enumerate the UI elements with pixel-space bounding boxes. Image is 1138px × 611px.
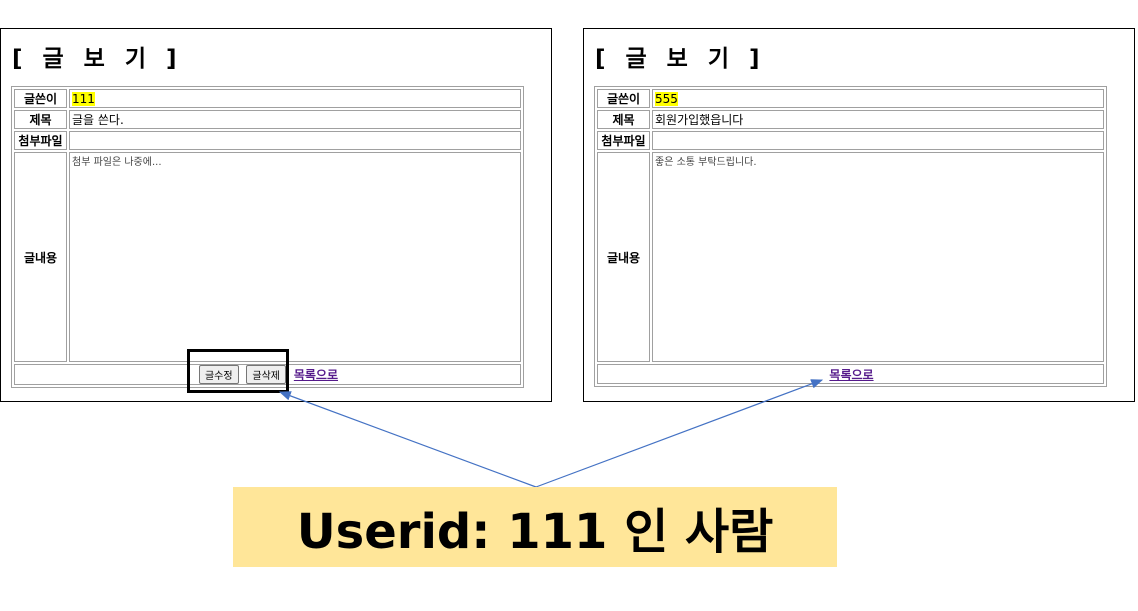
table-row: 제목 회원가입했읍니다 <box>597 110 1104 129</box>
post-view-panel-right: [ 글 보 기 ] 글쓴이 555 제목 회원가입했읍니다 첨부파일 글내용 좋… <box>583 28 1135 402</box>
attachment-value <box>652 131 1104 150</box>
table-row: 글내용 첨부 파일은 나중에... <box>14 152 521 362</box>
delete-post-button[interactable]: 글삭제 <box>246 365 287 384</box>
arrow-to-right-list <box>535 379 824 488</box>
table-row: 글쓴이 111 <box>14 89 521 108</box>
page-title: [ 글 보 기 ] <box>12 46 183 72</box>
attachment-value <box>69 131 521 150</box>
table-row: 글쓴이 555 <box>597 89 1104 108</box>
writer-label: 글쓴이 <box>597 89 650 108</box>
writer-value-cell: 111 <box>69 89 521 108</box>
table-row: 목록으로 <box>597 364 1104 384</box>
subject-value: 회원가입했읍니다 <box>652 110 1104 129</box>
table-row: 첨부파일 <box>14 131 521 150</box>
writer-value: 555 <box>655 91 678 106</box>
action-cell: 목록으로 <box>597 364 1104 384</box>
page-title: [ 글 보 기 ] <box>595 46 766 72</box>
table-row: 제목 글을 쓴다. <box>14 110 521 129</box>
table-row: 첨부파일 <box>597 131 1104 150</box>
writer-value: 111 <box>72 91 95 106</box>
attachment-label: 첨부파일 <box>597 131 650 150</box>
subject-label: 제목 <box>14 110 67 129</box>
table-row: 글내용 좋은 소통 부탁드립니다. <box>597 152 1104 362</box>
content-label: 글내용 <box>597 152 650 362</box>
userid-callout: Userid: 111 인 사람 <box>233 487 837 567</box>
post-table: 글쓴이 555 제목 회원가입했읍니다 첨부파일 글내용 좋은 소통 부탁드립니… <box>594 86 1107 387</box>
post-table: 글쓴이 111 제목 글을 쓴다. 첨부파일 글내용 첨부 파일은 나중에...… <box>11 86 524 388</box>
back-to-list-link[interactable]: 목록으로 <box>829 367 874 382</box>
arrow-to-left-buttons <box>278 391 537 488</box>
table-row: 글수정 글삭제 목록으로 <box>14 364 521 385</box>
subject-label: 제목 <box>597 110 650 129</box>
callout-text: Userid: 111 인 사람 <box>296 504 774 560</box>
attachment-label: 첨부파일 <box>14 131 67 150</box>
writer-value-cell: 555 <box>652 89 1104 108</box>
button-highlight-box <box>187 349 289 393</box>
content-value: 좋은 소통 부탁드립니다. <box>652 152 1104 362</box>
writer-label: 글쓴이 <box>14 89 67 108</box>
back-to-list-link[interactable]: 목록으로 <box>293 368 339 382</box>
edit-post-button[interactable]: 글수정 <box>198 365 239 384</box>
post-view-panel-left: [ 글 보 기 ] 글쓴이 111 제목 글을 쓴다. 첨부파일 글내용 첨부 … <box>0 28 552 402</box>
subject-value: 글을 쓴다. <box>69 110 521 129</box>
content-value: 첨부 파일은 나중에... <box>69 152 521 362</box>
action-cell: 글수정 글삭제 목록으로 <box>14 364 521 385</box>
content-label: 글내용 <box>14 152 67 362</box>
